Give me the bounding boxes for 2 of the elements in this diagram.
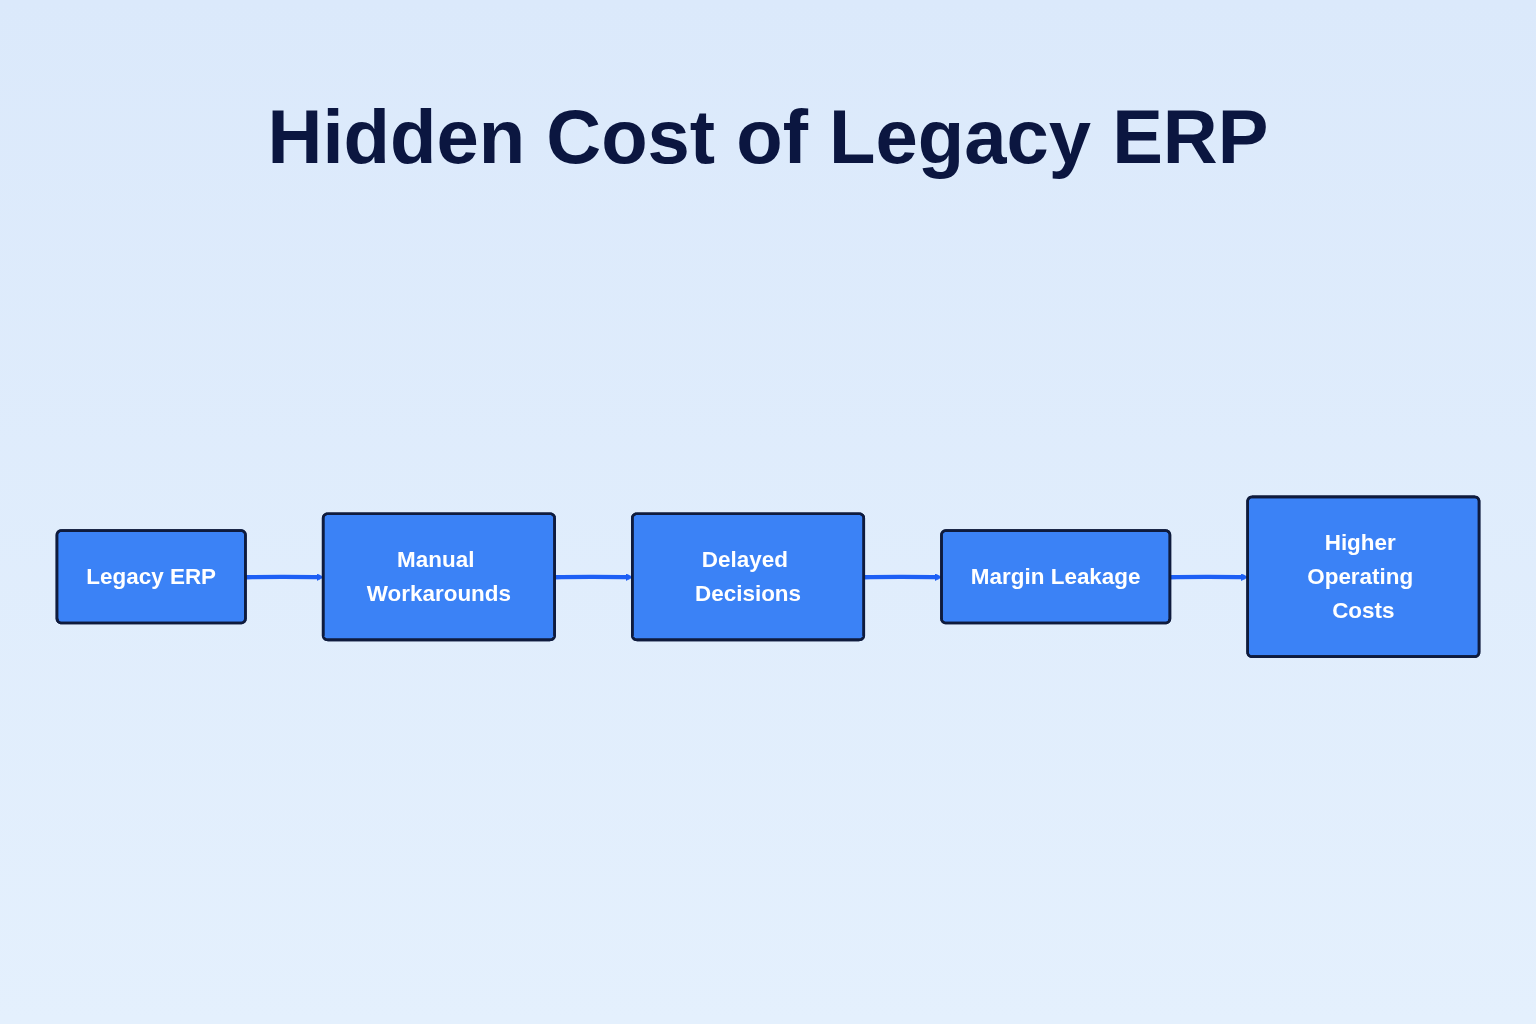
arrow — [245, 573, 324, 582]
title: Hidden Cost of Legacy ERP — [267, 95, 1269, 179]
